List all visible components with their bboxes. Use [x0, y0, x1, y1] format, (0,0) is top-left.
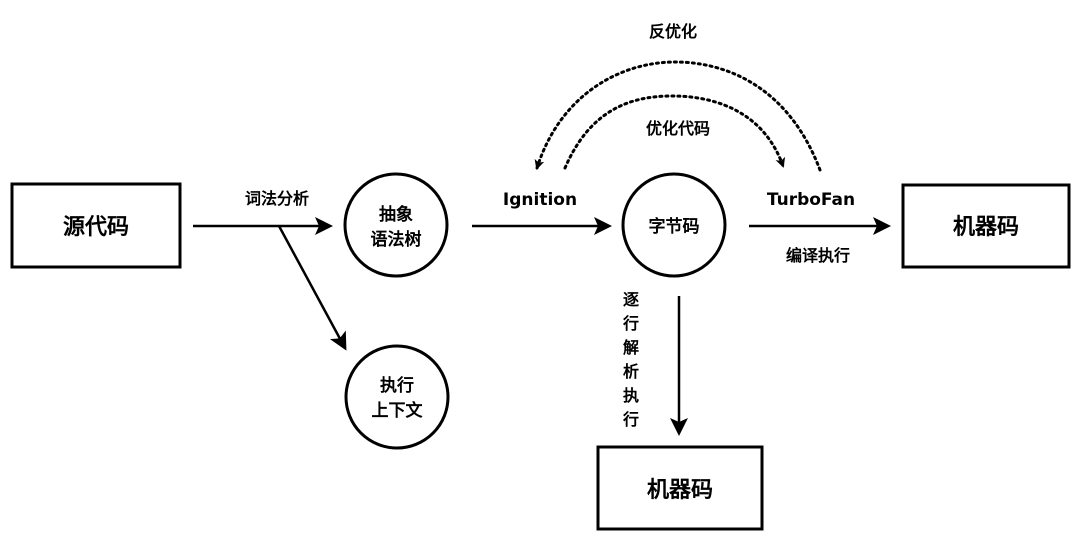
- machine-code-node-right: 机器码: [901, 183, 1071, 269]
- bytecode-node: 字节码: [621, 172, 727, 278]
- source-code-label: 源代码: [63, 215, 129, 240]
- machine-code-right-label: 机器码: [953, 215, 1019, 240]
- interpret-char-2: 行: [622, 314, 639, 333]
- ast-label-line1: 抽象: [379, 204, 413, 225]
- exec-context-node: 执行 上下文: [344, 344, 450, 450]
- optimize-code-label: 优化代码: [646, 119, 710, 138]
- ast-node: 抽象 语法树: [343, 172, 449, 278]
- exec-context-label-line2: 上下文: [372, 400, 424, 421]
- interpret-char-4: 析: [623, 362, 639, 381]
- machine-code-bottom-label: 机器码: [647, 478, 713, 503]
- interpret-line-by-line-label: 逐 行 解 析 执 行: [622, 290, 639, 429]
- ignition-label: Ignition: [503, 190, 577, 210]
- compile-execute-label: 编译执行: [786, 246, 850, 265]
- arrow-to-exec-context: [277, 225, 347, 351]
- machine-code-node-bottom: 机器码: [596, 445, 764, 531]
- interpret-char-5: 执: [623, 386, 639, 405]
- interpret-char-3: 解: [623, 338, 639, 357]
- source-code-node: 源代码: [10, 182, 182, 269]
- optimize-arc: [563, 94, 786, 170]
- exec-context-label-line1: 执行: [380, 375, 414, 396]
- ast-label-line2: 语法树: [371, 229, 422, 250]
- deoptimize-label: 反优化: [649, 22, 697, 41]
- deoptimize-arc: [534, 60, 822, 172]
- turbofan-label: TurboFan: [767, 190, 855, 210]
- interpret-char-1: 逐: [623, 290, 639, 309]
- bytecode-label: 字节码: [649, 216, 700, 237]
- lexical-analysis-label: 词法分析: [245, 189, 309, 208]
- interpret-char-6: 行: [622, 410, 639, 429]
